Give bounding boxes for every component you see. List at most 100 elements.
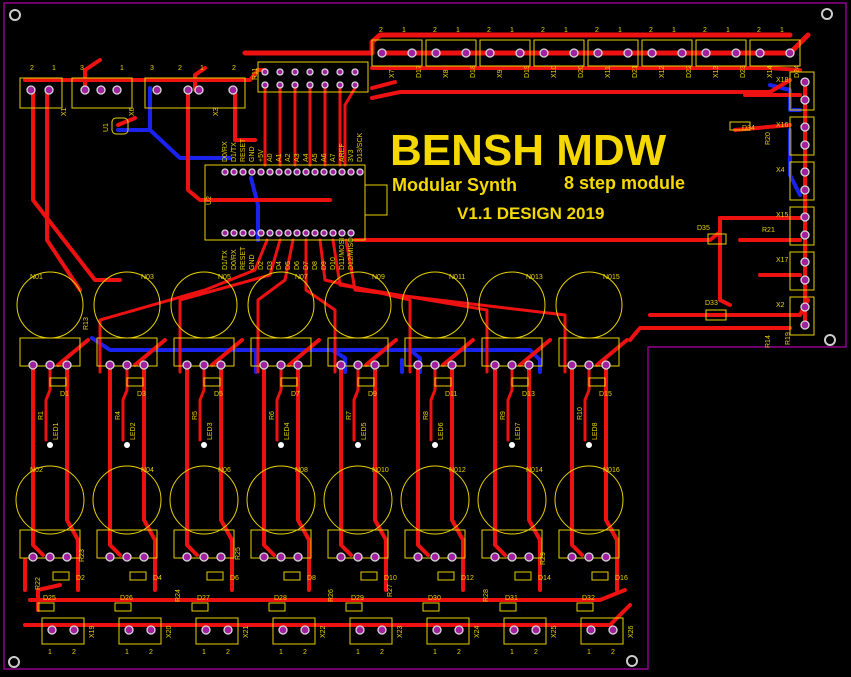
pot-pad (507, 360, 517, 370)
top-row-label: X11 (605, 66, 612, 78)
connector-x6: X6 (129, 107, 136, 116)
board-title: BENSH MDW (390, 126, 667, 175)
top-pin-2: 2 (541, 27, 545, 34)
top-pin-2: 2 (595, 27, 599, 34)
board-version: V1.1 DESIGN 2019 (457, 204, 604, 223)
connector-pad (194, 85, 204, 95)
connector-pad (96, 85, 106, 95)
board-outline (3, 2, 847, 670)
mcu-pin (275, 229, 283, 237)
resistor-r24: R24 (175, 589, 182, 602)
resistor-led-label: R5 (192, 411, 199, 420)
resistor-r23: R23 (79, 549, 86, 562)
pot-pad (45, 552, 55, 562)
top-connector-pad (701, 48, 711, 58)
mcu-pin (266, 168, 274, 176)
connector-pad (183, 85, 193, 95)
resistor-led-label: R1 (38, 411, 45, 420)
pot-top (16, 271, 84, 339)
bottom-connector-pad (355, 625, 365, 635)
mcu-pin (284, 168, 292, 176)
connector-pad (80, 85, 90, 95)
resistor-r26: R26 (328, 589, 335, 602)
top-connector-pad (593, 48, 603, 58)
top-row-label: X7 (389, 69, 396, 78)
board-subtitle-right: 8 step module (564, 173, 685, 193)
bottom-pin-2: 2 (226, 649, 230, 656)
mcu-pin-label-top: A3 (294, 153, 301, 162)
pot-pad (524, 552, 534, 562)
top-pin-1: 1 (456, 27, 460, 34)
mcu-pin (248, 229, 256, 237)
pin-num-3: 3 (80, 65, 84, 72)
pot-bottom-label: N010 (372, 467, 389, 474)
bottom-connector-label: X20 (166, 625, 173, 638)
pot-top-label: N015 (603, 274, 620, 281)
top-row-label: X13 (713, 65, 720, 78)
connector-x1: X1 (61, 107, 68, 116)
right-connector-label: X4 (776, 167, 785, 174)
bottom-connector-label: X23 (397, 625, 404, 638)
pot-top (555, 271, 623, 339)
mcu-pin (230, 229, 238, 237)
header-pad (261, 81, 269, 89)
header-pad (276, 68, 284, 76)
top-connector-pad (647, 48, 657, 58)
mcu-pin (221, 168, 229, 176)
mcu-pin (257, 229, 265, 237)
pot-bottom-label: N016 (603, 467, 620, 474)
bottom-connector-pad (432, 625, 442, 635)
top-connector-pad (431, 48, 441, 58)
pot-top-label: N013 (526, 274, 543, 281)
bottom-pin-1: 1 (202, 649, 206, 656)
bottom-connector-pad (69, 625, 79, 635)
mcu-pin (302, 168, 310, 176)
pot-bottom (92, 465, 162, 535)
pot-pad (353, 552, 363, 562)
pot-pad (293, 552, 303, 562)
top-row-label: X14 (767, 65, 774, 78)
diode-top-label: D5 (214, 391, 223, 398)
pot-pad (336, 552, 346, 562)
bottom-connector-label: X19 (89, 625, 96, 638)
top-pin-1: 1 (564, 27, 568, 34)
diode-top-label: D7 (291, 391, 300, 398)
pot-pad (430, 360, 440, 370)
right-connector-pad (800, 257, 810, 267)
top-row-label: X12 (659, 65, 666, 78)
right-connector-pad (800, 95, 810, 105)
mcu-pin (320, 168, 328, 176)
top-connector-pad (569, 48, 579, 58)
pot-pad (507, 552, 517, 562)
mcu-pin (293, 229, 301, 237)
top-connector-box (695, 39, 747, 67)
top-pin-1: 1 (510, 27, 514, 34)
mcu-pin (347, 168, 355, 176)
pot-bottom (246, 465, 316, 535)
resistor-r22: R22 (35, 577, 42, 590)
bottom-connector-box (195, 617, 239, 645)
pin-num-2b: 2 (178, 65, 182, 72)
mcu-pin (230, 168, 238, 176)
led-label: LED5 (361, 422, 368, 440)
mcu-pin-label-bottom: D12/MISO (348, 237, 355, 270)
led-label: LED1 (53, 422, 60, 440)
mcu-pin-label-bottom: D6 (294, 261, 301, 270)
bottom-pin-1: 1 (279, 649, 283, 656)
mcu-pin (338, 168, 346, 176)
mcu-pin (329, 229, 337, 237)
mcu-pin-label-top: AREF (339, 143, 346, 162)
right-connector-pad (800, 212, 810, 222)
top-row-label: D20 (578, 65, 585, 78)
bottom-connector-pad (377, 625, 387, 635)
pin-num-3b: 3 (150, 65, 154, 72)
bottom-pin-1: 1 (510, 649, 514, 656)
diode-top-label: D3 (137, 391, 146, 398)
bottom-connector-box (503, 617, 547, 645)
mcu-pin-label-bottom: D10 (330, 257, 337, 270)
header-r11: R11 (252, 68, 259, 80)
bottom-connector-box (349, 617, 393, 645)
pot-pad (584, 360, 594, 370)
bottom-connector-label: X25 (551, 625, 558, 638)
